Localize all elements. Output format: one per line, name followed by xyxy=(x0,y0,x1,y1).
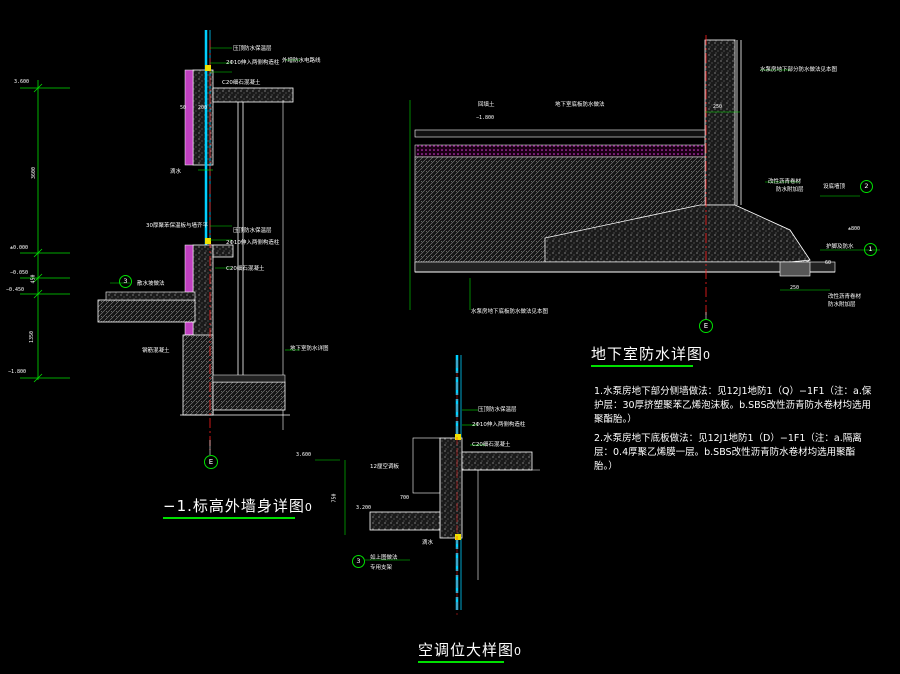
label-b4: 水泵房地下底板防水做法见本图 xyxy=(471,309,549,315)
label-b2: 地下室底板防水做法 xyxy=(555,102,605,108)
label-p2: 2Φ10伸入两侧构造柱 xyxy=(226,60,280,66)
title-aircon: 空调位大样图0 xyxy=(418,639,522,663)
dim-250b: 250 xyxy=(790,285,800,291)
dim-200: 200 xyxy=(198,105,208,111)
axis-e-left: E xyxy=(204,455,218,469)
tag-3b: 3 xyxy=(352,555,365,568)
dim-750: 750 xyxy=(331,493,338,503)
label-a5: 滴水 xyxy=(422,540,434,546)
label-p8: 钢筋混凝土 xyxy=(142,348,170,354)
elev-m0450: −0.450 xyxy=(6,287,25,293)
dim-700: 700 xyxy=(400,495,410,501)
label-a2: 2Φ10伸入两侧构造柱 xyxy=(472,422,526,428)
label-b8: 改性沥青卷材 xyxy=(828,294,862,300)
elev-zero: ±0.000 xyxy=(10,245,29,251)
label-a1: 压顶防水保温层 xyxy=(478,407,517,413)
label-b6: 防水附加层 xyxy=(776,187,804,193)
label-b7: 设底墙顶 xyxy=(823,184,846,190)
tag-1: 1 xyxy=(864,243,877,256)
elev-m1800: −1.800 xyxy=(8,369,27,375)
basement-detail xyxy=(409,35,880,320)
dim-60: 60 xyxy=(825,260,832,266)
elev-top: 3.600 xyxy=(14,79,30,85)
dim-50: 50 xyxy=(180,105,187,111)
dim-450: 450 xyxy=(30,274,37,284)
label-a6: 如上图做法 xyxy=(370,555,398,561)
elev-ac-top: 3.600 xyxy=(296,452,312,458)
elev-ac-low: 3.200 xyxy=(356,505,372,511)
label-p3: C20细石混凝土 xyxy=(222,80,261,86)
parapet-detail xyxy=(20,30,300,455)
label-p6: 30厚聚苯保温板与墙齐平 xyxy=(146,223,208,229)
aircon-detail xyxy=(315,355,540,615)
dim-1350: 1350 xyxy=(29,330,36,344)
label-a7: 专用支架 xyxy=(370,565,393,571)
label-b3: 水泵房地下部分防水做法见本图 xyxy=(760,67,838,73)
label-b5: 改性沥青卷材 xyxy=(768,179,802,185)
dim-250a: 250 xyxy=(713,104,723,110)
label-p1b: 压顶防水保温层 xyxy=(233,228,272,234)
label-p2b: 2Φ10伸入两侧构造柱 xyxy=(226,240,280,246)
elev-m050: −0.050 xyxy=(10,270,29,276)
label-a3: C20细石混凝土 xyxy=(472,442,511,448)
label-p3b: C20细石混凝土 xyxy=(226,266,265,272)
label-b9: 防水附加层 xyxy=(828,302,856,308)
dim-3600: 3600 xyxy=(31,166,38,180)
label-a4: 12厘空调板 xyxy=(370,464,399,470)
label-p9: 地下室防水详图 xyxy=(290,346,329,352)
tag-2: 2 xyxy=(860,180,873,193)
elev-bs-side: ±800 xyxy=(848,226,861,232)
label-p4: 外增防水电路线 xyxy=(282,58,321,64)
label-p5: 滴水 xyxy=(170,169,182,175)
note-2: 2.水泵房地下底板做法：见12J1地防1（D）−1F1（注：a.隔离层：0.4厚… xyxy=(594,433,862,472)
title-basement: 地下室防水详图0 xyxy=(591,343,711,367)
label-p7: 散水坡做法 xyxy=(137,281,165,287)
elev-bs-ground: −1.800 xyxy=(476,115,495,121)
title-parapet: −1.标高外墙身详图0 xyxy=(163,495,313,519)
label-p1: 压顶防水保温层 xyxy=(233,46,272,52)
axis-e-right: E xyxy=(699,319,713,333)
label-b1: 回填土 xyxy=(478,102,495,108)
note-1: 1.水泵房地下部分侧墙做法：见12J1地防1（Q）−1F1（注：a.保护层：30… xyxy=(594,386,872,425)
label-b10: 护脚及防水 xyxy=(826,244,854,250)
tag-3: 3 xyxy=(119,275,132,288)
